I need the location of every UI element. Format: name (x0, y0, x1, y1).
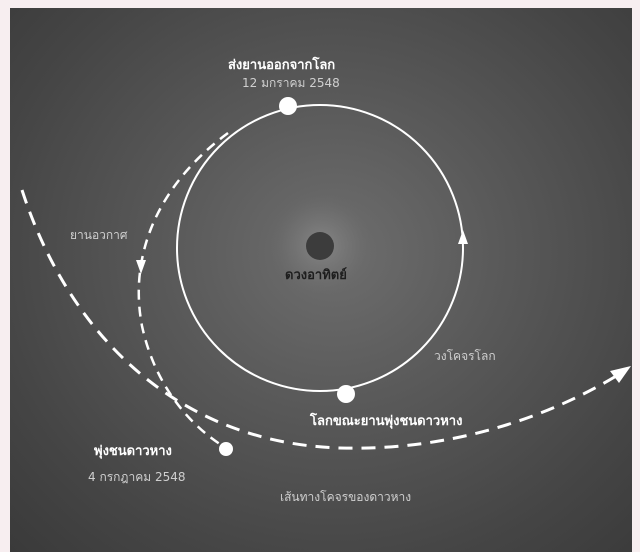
launch-title-label: ส่งยานออกจากโลก (228, 54, 335, 75)
launch-date-label: 12 มกราคม 2548 (242, 74, 340, 93)
comet-orbit-arrowhead (610, 366, 631, 383)
sun-label: ดวงอาทิตย์ (285, 264, 347, 285)
earth-at-impact (337, 385, 355, 403)
spacecraft-arrow (136, 260, 146, 274)
impact-date-label: 4 กรกฎาคม 2548 (88, 468, 186, 487)
earth-orbit-label: วงโคจรโลก (434, 347, 496, 366)
impact-title-label: พุ่งชนดาวหาง (94, 440, 172, 461)
comet-orbit-label: เส้นทางโคจรของดาวหาง (280, 488, 411, 507)
diagram-canvas: ส่งยานออกจากโลก 12 มกราคม 2548 ดวงอาทิตย… (10, 8, 632, 552)
earth-orbit-arrow (458, 230, 468, 244)
sun (306, 232, 334, 260)
earth-at-impact-label: โลกขณะยานพุ่งชนดาวหาง (310, 410, 462, 431)
spacecraft-label: ยานอวกาศ (70, 226, 128, 245)
earth-at-launch (279, 97, 297, 115)
impact-point (219, 442, 233, 456)
